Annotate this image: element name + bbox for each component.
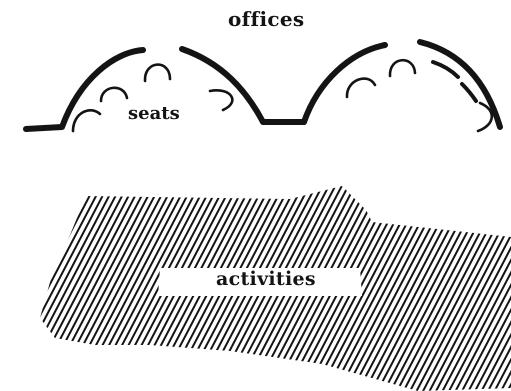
- hatch-line: [402, 175, 511, 391]
- hatch-line: [103, 175, 218, 391]
- hatch-line: [0, 175, 107, 391]
- right-dome-inner-dash: [462, 84, 476, 101]
- hatch-line: [70, 175, 185, 391]
- hatch-line: [415, 175, 511, 391]
- hatch-line: [0, 175, 94, 391]
- seat-arc: [73, 110, 100, 131]
- hatch-line: [0, 175, 62, 391]
- hatch-line: [109, 175, 224, 391]
- hatch-line: [0, 175, 88, 391]
- hatch-line: [454, 175, 511, 391]
- activities-label: activities: [216, 270, 316, 289]
- hatch-line: [90, 175, 205, 391]
- hatch-line: [441, 175, 511, 391]
- hatch-line: [116, 175, 231, 391]
- hatch-line: [77, 175, 192, 391]
- hatch-line: [96, 175, 211, 391]
- hatch-line: [0, 175, 81, 391]
- right-dome-inner-dash: [433, 62, 458, 77]
- seat-arc: [390, 60, 415, 76]
- hatch-line: [0, 175, 55, 391]
- hatch-line: [493, 175, 511, 391]
- hatch-line: [64, 175, 179, 391]
- seats-label: seats: [128, 105, 180, 123]
- seat-arc: [210, 90, 232, 110]
- seat-arc: [101, 88, 127, 101]
- seat-arc: [145, 65, 170, 81]
- offices-label: offices: [228, 9, 304, 29]
- seat-arc: [347, 79, 375, 97]
- right-dome-outline: [420, 42, 500, 127]
- hatch-line: [83, 175, 198, 391]
